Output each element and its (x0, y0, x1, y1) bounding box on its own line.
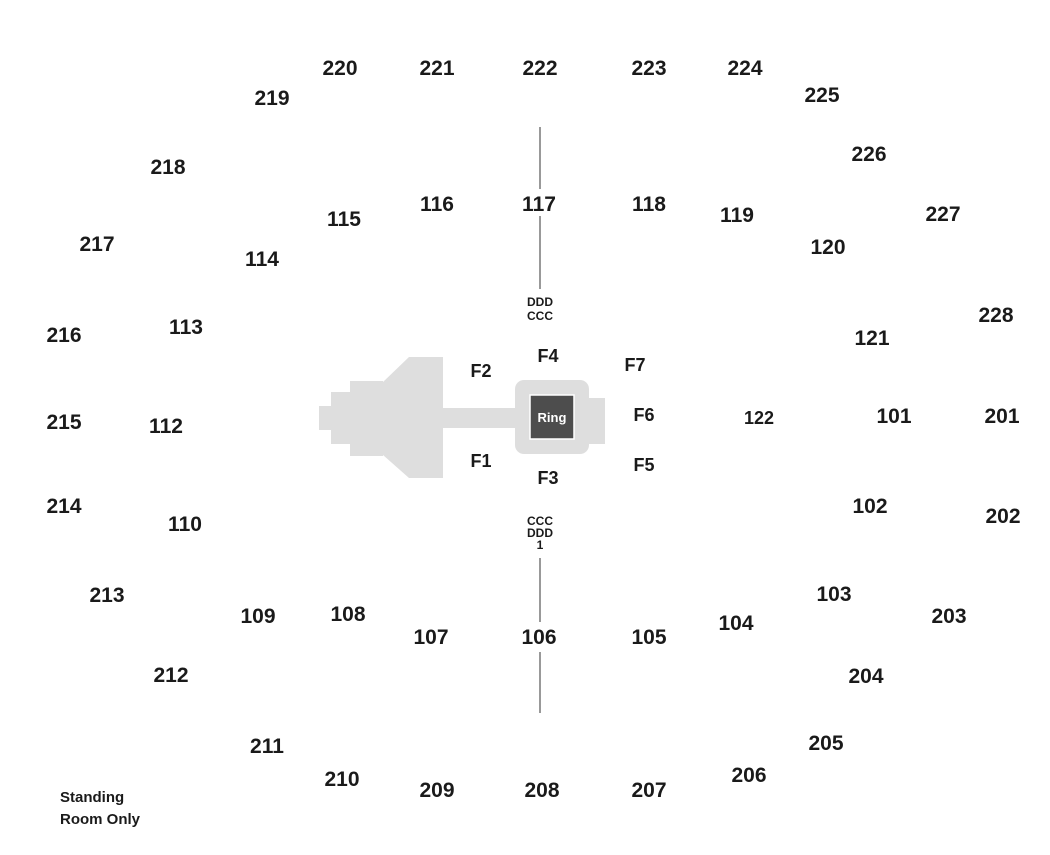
section-116[interactable]: 116 (420, 193, 454, 216)
section-108[interactable]: 108 (330, 603, 365, 626)
section-206[interactable]: 206 (731, 764, 766, 787)
section-209[interactable]: 209 (419, 779, 454, 802)
row-label: CCC (527, 514, 553, 528)
section-110[interactable]: 110 (168, 513, 202, 536)
section-213[interactable]: 213 (89, 584, 124, 607)
section-F1[interactable]: F1 (470, 451, 491, 471)
section-F6[interactable]: F6 (633, 405, 654, 425)
section-F7[interactable]: F7 (624, 355, 645, 375)
section-119[interactable]: 119 (720, 204, 754, 227)
section-217[interactable]: 217 (79, 233, 114, 256)
row-label: DDD (527, 295, 553, 309)
section-214[interactable]: 214 (46, 495, 81, 518)
section-F4[interactable]: F4 (537, 346, 558, 366)
section-222[interactable]: 222 (522, 57, 557, 80)
ring[interactable] (529, 394, 575, 440)
section-211[interactable]: 211 (250, 735, 284, 758)
section-121[interactable]: 121 (854, 327, 889, 350)
section-F3[interactable]: F3 (537, 468, 558, 488)
section-117[interactable]: 117 (522, 193, 556, 216)
section-122[interactable]: 122 (744, 408, 774, 428)
section-114[interactable]: 114 (245, 248, 279, 271)
standing-room-label: Room Only (60, 811, 141, 828)
section-227[interactable]: 227 (925, 203, 960, 226)
section-120[interactable]: 120 (810, 236, 845, 259)
section-107[interactable]: 107 (413, 626, 448, 649)
section-215[interactable]: 215 (46, 411, 81, 434)
section-218[interactable]: 218 (150, 156, 185, 179)
standing-room-label: Standing (60, 789, 124, 806)
runway (441, 408, 519, 428)
section-216[interactable]: 216 (46, 324, 81, 347)
section-208[interactable]: 208 (524, 779, 559, 802)
row-label: DDD (527, 526, 553, 540)
section-220[interactable]: 220 (322, 57, 357, 80)
section-112[interactable]: 112 (149, 415, 183, 438)
section-113[interactable]: 113 (169, 316, 203, 339)
row-label: 1 (537, 538, 544, 552)
section-105[interactable]: 105 (631, 626, 666, 649)
section-106[interactable]: 106 (521, 626, 556, 649)
section-223[interactable]: 223 (631, 57, 666, 80)
section-202[interactable]: 202 (985, 505, 1020, 528)
section-221[interactable]: 221 (419, 57, 454, 80)
section-224[interactable]: 224 (727, 57, 762, 80)
entrance-stage (319, 357, 443, 478)
section-118[interactable]: 118 (632, 193, 666, 216)
section-F5[interactable]: F5 (633, 455, 654, 475)
section-212[interactable]: 212 (153, 664, 188, 687)
ring-steps (587, 398, 605, 444)
row-label: CCC (527, 309, 553, 323)
section-207[interactable]: 207 (631, 779, 666, 802)
section-225[interactable]: 225 (804, 84, 839, 107)
section-203[interactable]: 203 (931, 605, 966, 628)
section-115[interactable]: 115 (327, 208, 361, 231)
section-228[interactable]: 228 (978, 304, 1013, 327)
section-F2[interactable]: F2 (470, 361, 491, 381)
section-102[interactable]: 102 (852, 495, 887, 518)
section-104[interactable]: 104 (718, 612, 753, 635)
section-101[interactable]: 101 (876, 405, 911, 428)
section-219[interactable]: 219 (254, 87, 289, 110)
ring-label: Ring (538, 410, 567, 425)
section-210[interactable]: 210 (324, 768, 359, 791)
section-226[interactable]: 226 (851, 143, 886, 166)
section-204[interactable]: 204 (848, 665, 883, 688)
section-205[interactable]: 205 (808, 732, 843, 755)
section-201[interactable]: 201 (984, 405, 1019, 428)
section-109[interactable]: 109 (240, 605, 275, 628)
section-103[interactable]: 103 (816, 583, 851, 606)
